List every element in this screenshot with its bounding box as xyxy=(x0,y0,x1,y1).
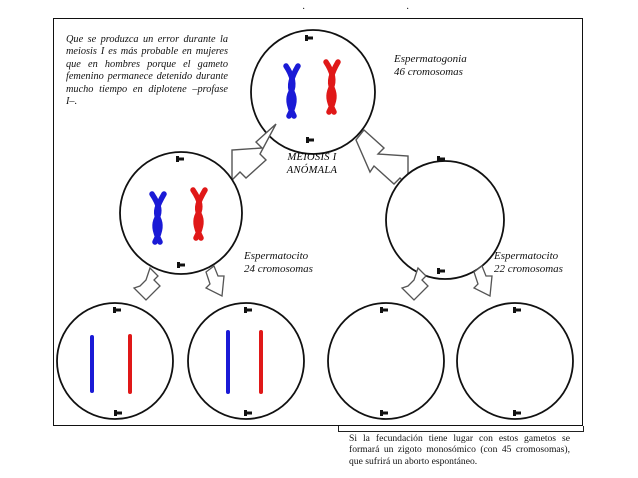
spermatocyte-left-name: Espermatocito xyxy=(244,250,309,262)
spermatocyte-right-count: 22 cromosomas xyxy=(494,263,563,275)
spermatocyte-right-label: Espermatocito 22 cromosomas xyxy=(494,250,563,276)
chromosome-pair-blue xyxy=(283,63,301,119)
spermatocyte-right-name: Espermatocito xyxy=(494,250,559,262)
chromosome-blue xyxy=(149,191,167,245)
process-label: MEIOSIS I ANÓMALA xyxy=(282,152,342,177)
spermatogonia-count: 46 cromosomas xyxy=(394,66,463,78)
arrow-to-right-spermatocyte xyxy=(355,128,409,188)
spermatogonia-label: Espermatogonia 46 cromosomas xyxy=(394,53,467,79)
gamete-2 xyxy=(187,302,305,420)
gamete-1 xyxy=(56,302,174,420)
chromosome-pair-red xyxy=(323,59,341,115)
chromosome-red xyxy=(190,187,208,241)
arrow-small-3 xyxy=(400,266,429,301)
cell-spermatogonia xyxy=(250,29,376,155)
gamete-3 xyxy=(327,302,445,420)
intro-note: Que se produzca un error durante la meio… xyxy=(66,34,228,108)
arrow-small-4 xyxy=(472,264,493,298)
footnote: Si la fecundación tiene lugar con estos … xyxy=(349,433,570,467)
top-mark-left: · xyxy=(302,4,306,15)
cell-spermatocyte-24 xyxy=(119,151,243,275)
process-label-line2: ANÓMALA xyxy=(286,164,338,176)
gamete-4 xyxy=(456,302,574,420)
top-mark-right: · xyxy=(406,4,410,15)
footnote-bracket xyxy=(338,426,584,432)
spermatocyte-left-count: 24 cromosomas xyxy=(244,263,313,275)
process-label-line1: MEIOSIS I xyxy=(287,152,337,163)
spermatocyte-left-label: Espermatocito 24 cromosomas xyxy=(244,250,313,276)
arrow-small-2 xyxy=(204,264,225,298)
arrow-to-left-spermatocyte xyxy=(231,123,277,182)
diagram-frame xyxy=(53,18,583,426)
cell-spermatocyte-22 xyxy=(385,156,505,280)
spermatogonia-name: Espermatogonia xyxy=(394,53,467,65)
arrow-small-1 xyxy=(132,266,161,301)
